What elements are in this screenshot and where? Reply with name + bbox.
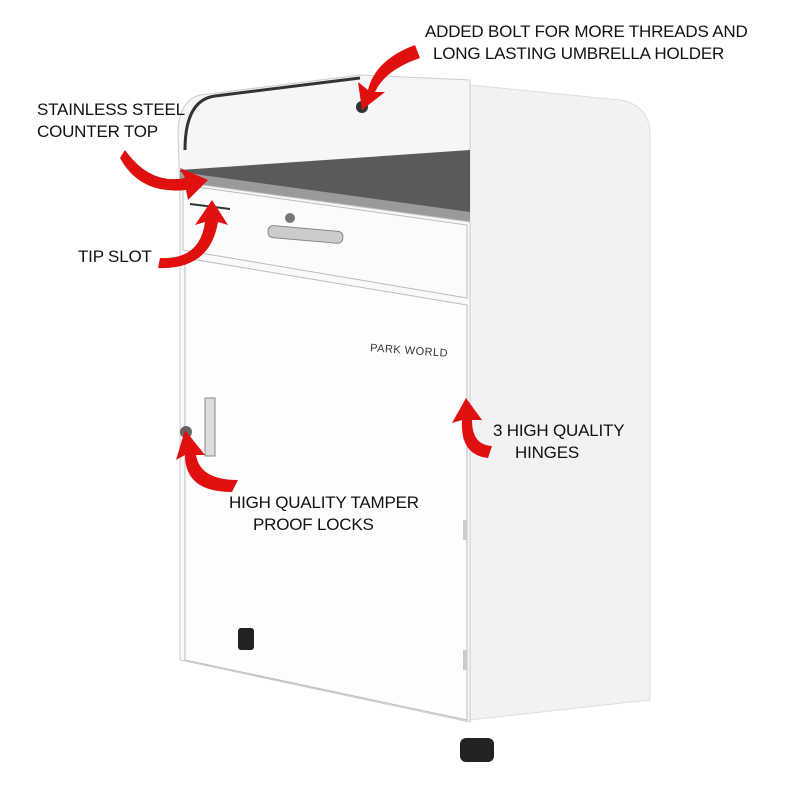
hinge: [463, 520, 467, 540]
callout-hinges: 3 HIGH QUALITY HINGES: [493, 420, 625, 464]
callout-text: ADDED BOLT FOR MORE THREADS AND: [425, 22, 748, 41]
arrow-tip-slot: [158, 200, 228, 269]
door: [184, 257, 468, 721]
callout-arrows: [120, 45, 492, 492]
callout-text: PROOF LOCKS: [253, 515, 374, 534]
top-rail: [183, 76, 361, 151]
arrow-bolt: [358, 45, 420, 110]
hinge: [463, 650, 467, 670]
callout-bolt: ADDED BOLT FOR MORE THREADS AND LONG LAS…: [425, 21, 748, 65]
caster-wheel: [238, 628, 254, 650]
caster-wheel: [460, 738, 494, 762]
door-handle: [204, 397, 216, 457]
callout-countertop: STAINLESS STEEL COUNTER TOP: [37, 99, 185, 143]
cabinet-side-panel: [469, 84, 651, 721]
drawer-lock: [285, 213, 295, 223]
arrow-hinges: [452, 398, 492, 458]
callout-text: 3 HIGH QUALITY: [493, 421, 625, 440]
callout-text: HINGES: [515, 443, 579, 462]
arrow-locks: [176, 430, 238, 492]
callout-tip-slot: TIP SLOT: [78, 247, 152, 266]
drawer-handle: [267, 225, 344, 244]
callout-text: STAINLESS STEEL: [37, 100, 185, 119]
callout-text: HIGH QUALITY TAMPER: [229, 493, 419, 512]
stainless-countertop: [180, 150, 470, 215]
callout-text: LONG LASTING UMBRELLA HOLDER: [433, 44, 725, 63]
callout-locks: HIGH QUALITY TAMPER PROOF LOCKS: [229, 492, 419, 536]
arrow-countertop: [120, 150, 208, 200]
callout-text: COUNTER TOP: [37, 122, 158, 141]
